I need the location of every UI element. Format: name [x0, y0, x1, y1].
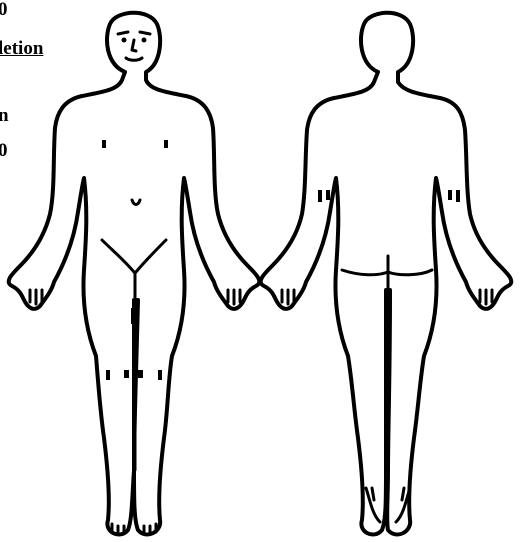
front-knee-mark-3 [138, 370, 143, 378]
back-thigh-mark [384, 296, 390, 318]
back-left-hand-fingers [282, 290, 294, 304]
front-navel [132, 200, 140, 205]
front-eyebrow-right [140, 32, 150, 34]
front-left-hand-fingers [30, 290, 42, 304]
back-elbow-mark-left-2 [326, 190, 330, 200]
front-thigh-mark [131, 308, 137, 324]
front-view-figure [9, 13, 260, 535]
front-nipple-left [102, 140, 106, 148]
back-elbow-mark-right-2 [456, 190, 460, 202]
back-elbow-mark-right [448, 190, 452, 200]
front-nose [132, 40, 136, 51]
back-knee-mark [384, 362, 390, 380]
back-view-figure [261, 13, 512, 535]
front-knee-mark-2 [124, 370, 129, 378]
front-eye-left [122, 38, 127, 43]
front-eye-right [142, 38, 147, 43]
front-nipple-right [164, 140, 168, 148]
front-groin-line-right [136, 240, 166, 272]
front-knee-mark-1 [106, 370, 110, 380]
back-right-hand-fingers [480, 290, 492, 304]
front-knee-mark-4 [158, 370, 162, 380]
back-elbow-mark-left [318, 190, 322, 202]
back-left-heel [366, 488, 380, 522]
front-eyebrow-left [118, 32, 128, 34]
front-mouth [126, 58, 142, 60]
front-groin-line-left [102, 240, 134, 272]
front-right-hand-fingers [228, 290, 240, 304]
